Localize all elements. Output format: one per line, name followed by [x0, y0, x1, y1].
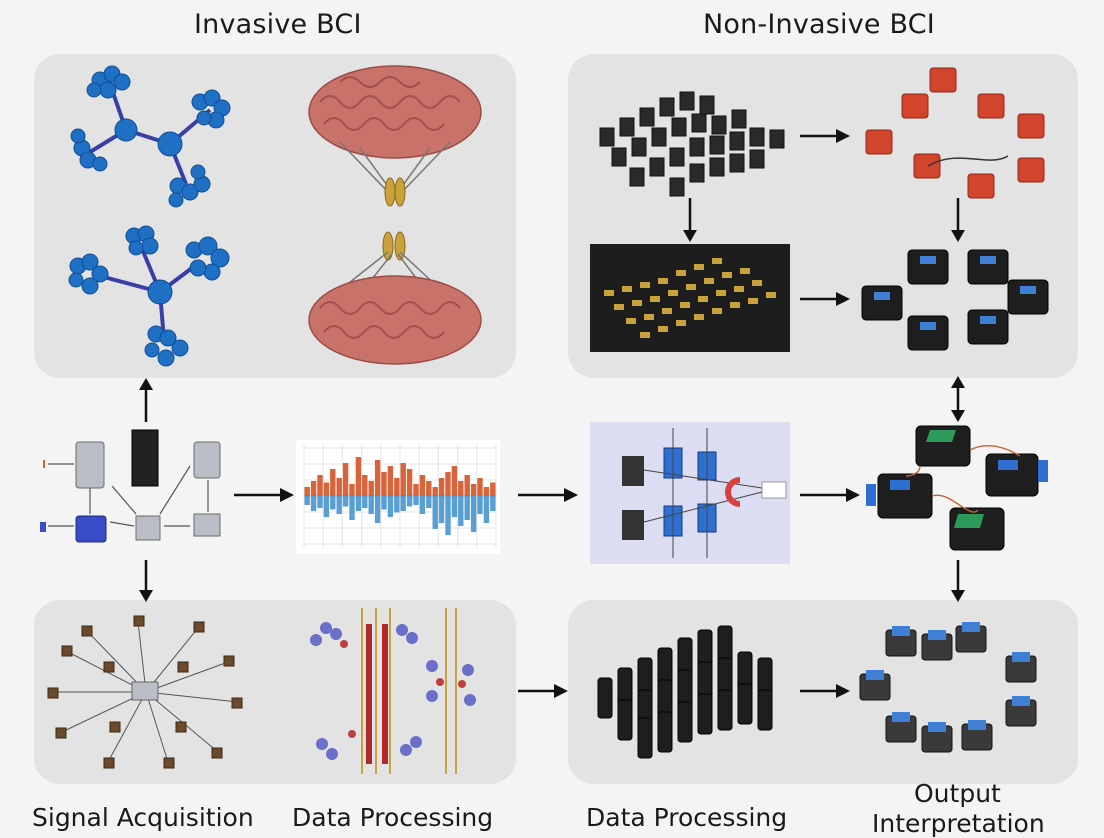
output-interpretation-label-line2: Interpretation	[872, 809, 1045, 838]
arrow-protein-to-cylinders	[518, 684, 568, 698]
arrow-chart-to-circuit	[518, 488, 578, 502]
data-processing-label-right: Data Processing	[586, 803, 788, 832]
chart-bar	[355, 457, 362, 496]
chart-bar	[336, 478, 342, 496]
chart-bar	[400, 496, 406, 511]
connected-module-cluster	[866, 425, 1048, 551]
chart-bar	[394, 496, 400, 513]
brain-electrode-illustration	[308, 65, 482, 365]
invasive-bci-title: Invasive BCI	[194, 9, 362, 40]
chart-bar	[445, 472, 451, 496]
arrow-down-to-electrode-panel	[139, 560, 153, 602]
signal-bar-chart	[296, 440, 500, 554]
chart-bar	[304, 496, 310, 505]
red-cube-ring	[865, 67, 1045, 199]
chart-bar	[445, 496, 451, 535]
chart-bar	[317, 475, 323, 496]
non-invasive-bci-title: Non-Invasive BCI	[703, 9, 935, 40]
gold-chip-grid	[604, 258, 776, 338]
chart-bar	[400, 463, 406, 496]
arrow-circuit-to-modules	[800, 488, 860, 502]
arrow-cylinders-to-ring	[800, 684, 850, 698]
chart-bar	[438, 496, 445, 523]
chart-bar	[342, 463, 349, 496]
electrode-network-illustration	[47, 615, 243, 769]
chart-bar	[368, 481, 374, 496]
chart-bar	[362, 496, 368, 508]
arrow-schematic-to-chart	[234, 488, 294, 502]
chart-bar	[464, 496, 470, 520]
chart-bar	[426, 481, 432, 496]
arrow-red-cubes-down	[951, 198, 965, 242]
molecule-illustration-top	[70, 65, 231, 208]
chart-bar	[330, 469, 336, 496]
arrow-black-chips-down	[683, 198, 697, 242]
protein-chain-illustration	[310, 608, 476, 774]
chart-bar	[451, 496, 458, 517]
chart-bar	[381, 496, 387, 510]
chart-bar	[362, 475, 368, 496]
output-interpretation-label-line1: Output	[914, 779, 1001, 808]
chart-bar	[406, 469, 413, 496]
chart-bar	[349, 496, 355, 520]
chart-bar	[451, 466, 458, 496]
chart-bar	[394, 478, 400, 496]
module-ring-illustration	[859, 622, 1037, 753]
chart-bar	[477, 496, 483, 514]
signal-acquisition-schematic	[40, 429, 221, 543]
chart-bar	[464, 475, 470, 496]
chart-bar	[419, 496, 426, 514]
chart-bar	[323, 496, 330, 517]
cylinder-array-illustration	[597, 625, 773, 759]
chart-bar	[490, 482, 496, 496]
chart-bar	[342, 496, 349, 507]
chart-bar	[310, 481, 317, 496]
signal-acquisition-label: Signal Acquisition	[32, 803, 254, 832]
chart-bar	[432, 496, 438, 529]
chart-bar	[483, 487, 490, 496]
data-processing-label-left: Data Processing	[292, 803, 494, 832]
chart-bar	[413, 484, 419, 496]
arrow-up-to-invasive-panel	[139, 378, 153, 422]
dark-module-cluster	[861, 249, 1049, 351]
chart-bar	[304, 487, 310, 496]
chart-bar	[387, 496, 394, 517]
chart-bar	[368, 496, 374, 514]
chart-bar	[330, 496, 336, 510]
arrow-modules-down-to-ring	[951, 560, 965, 602]
arrow-gold-grid-to-dark-modules	[800, 292, 850, 306]
arrow-black-chips-to-red-cubes	[800, 129, 850, 143]
chart-bar	[458, 481, 464, 496]
black-chip-array	[599, 91, 785, 197]
chart-bar	[483, 496, 490, 523]
chart-bar	[310, 496, 317, 511]
chart-bar	[490, 496, 496, 511]
chart-bar	[374, 460, 381, 496]
chart-bar	[336, 496, 342, 514]
chart-bar	[470, 484, 477, 496]
chart-bar	[470, 496, 477, 532]
chart-bar	[317, 496, 323, 508]
processing-circuit-diagram	[590, 422, 790, 564]
chart-bar	[406, 496, 413, 507]
chart-bar	[387, 466, 394, 496]
molecule-illustration-bottom	[68, 225, 230, 367]
chart-bar	[381, 472, 387, 496]
chart-bar	[349, 484, 355, 496]
chart-bar	[355, 496, 362, 511]
chart-bar	[458, 496, 464, 526]
chart-bar	[432, 487, 438, 496]
chart-bar	[323, 482, 330, 496]
chart-bar	[374, 496, 381, 523]
chart-bar	[426, 496, 432, 508]
chart-bar	[413, 496, 419, 505]
chart-bar	[419, 475, 426, 496]
chart-bar	[477, 478, 483, 496]
arrow-bidirectional-modules	[951, 376, 965, 422]
chart-bar	[438, 478, 445, 496]
